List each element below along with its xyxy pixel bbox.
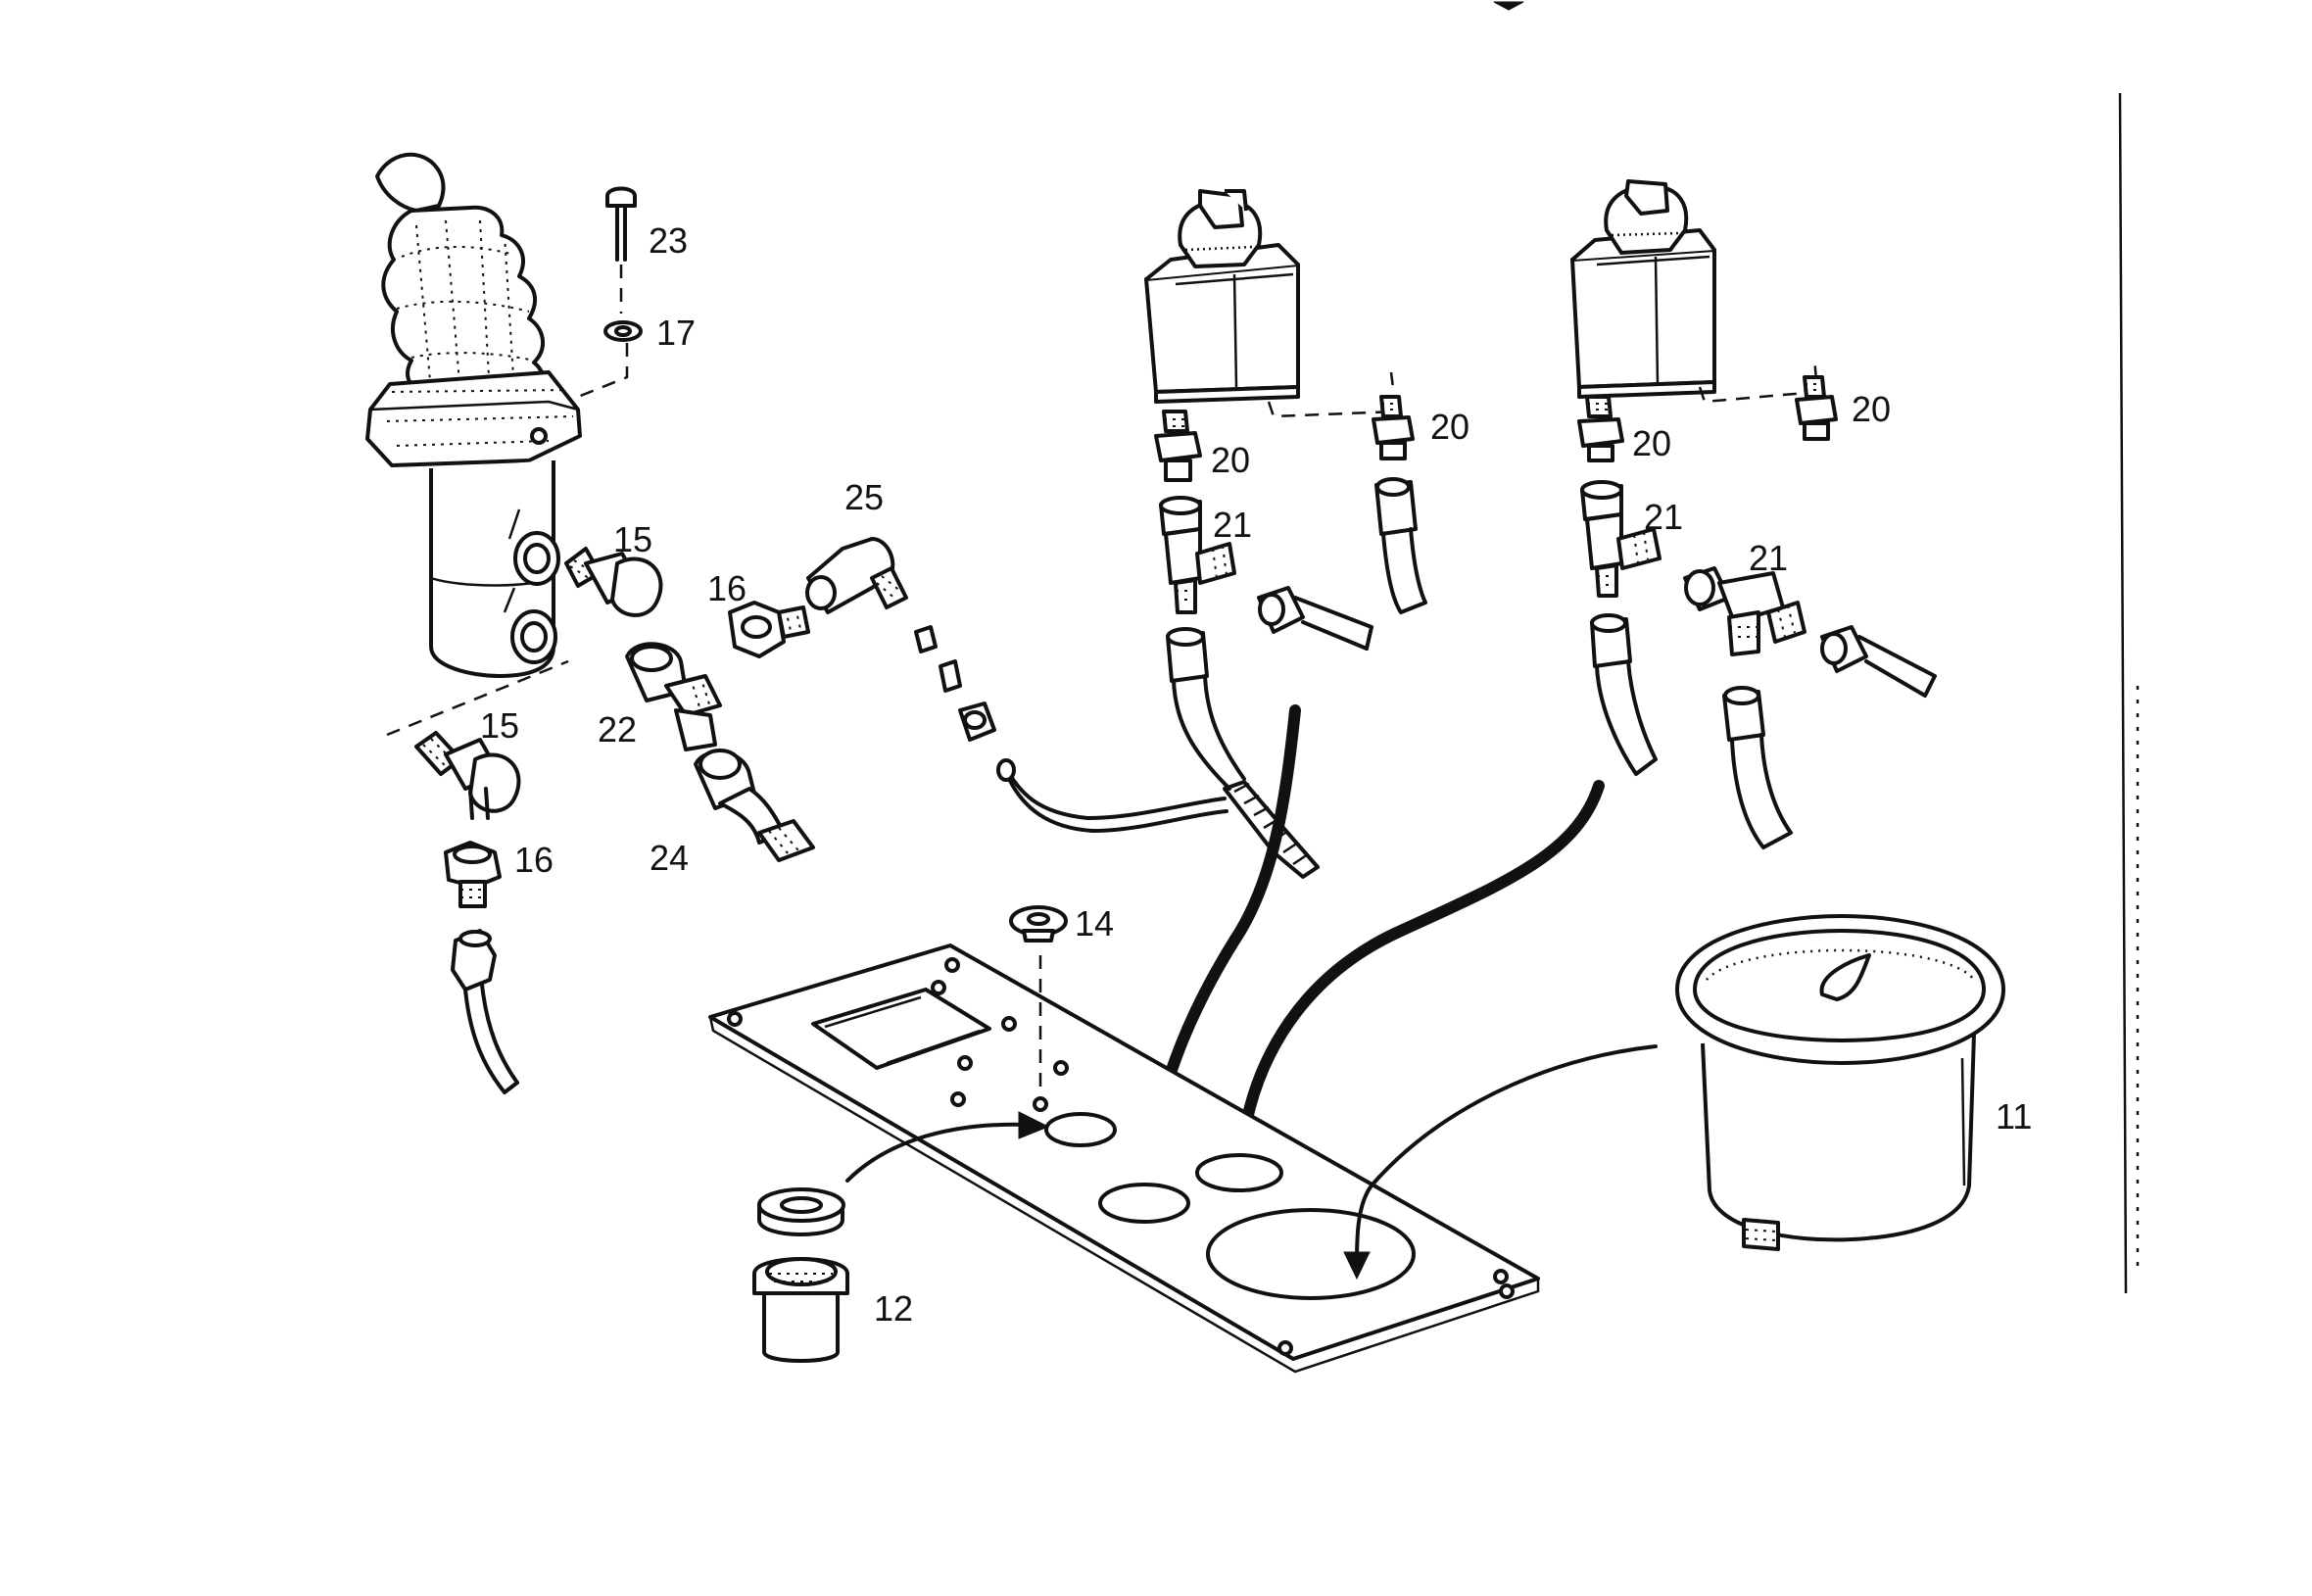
tube-end-a (1257, 586, 1373, 651)
callout-20-d: 20 (1852, 389, 1891, 429)
tube-21-a (1166, 627, 1246, 791)
callout-12: 12 (874, 1288, 913, 1329)
plug-14 (1009, 905, 1068, 943)
callout-labels: 23 17 15 16 25 22 15 16 24 20 21 20 20 2… (480, 220, 2032, 1329)
callout-20-c: 20 (1632, 423, 1671, 463)
tube-end-c (1820, 625, 1937, 698)
tee-21-b (1580, 480, 1662, 598)
joystick-valve (365, 152, 582, 678)
fitting-24 (694, 749, 815, 862)
tube-21-b (1590, 613, 1658, 776)
nut-16-upper (728, 601, 810, 658)
callout-22: 22 (598, 709, 637, 750)
callout-20-a: 20 (1211, 440, 1250, 480)
callout-23: 23 (649, 220, 688, 261)
callout-24: 24 (650, 838, 689, 878)
callout-21-c: 21 (1749, 538, 1788, 578)
fitting-22 (625, 642, 722, 751)
union-20-c (1577, 395, 1624, 462)
callout-21-a: 21 (1213, 505, 1252, 545)
fitting-15-upper (564, 547, 663, 617)
elbow-25 (805, 537, 996, 742)
indicator-12 (752, 1187, 849, 1363)
gauge-11 (1675, 914, 2005, 1251)
callout-25: 25 (844, 477, 884, 517)
callout-15-lower: 15 (480, 705, 519, 746)
tube-20-b (1374, 477, 1427, 614)
bolt-23 (605, 186, 637, 314)
washer-17 (577, 320, 643, 399)
scan-edge-marks (1493, 1, 2140, 1294)
callout-16-lower: 16 (514, 840, 554, 880)
union-20-b (1372, 395, 1415, 460)
tube-lower-left (451, 929, 519, 1094)
union-20-d (1795, 375, 1838, 441)
arrow-to-panel-hole-4 (1343, 1044, 1658, 1281)
tee-21-a (1159, 496, 1236, 614)
tube-21-c (1722, 686, 1793, 849)
callout-16-upper: 16 (707, 568, 747, 608)
callout-17: 17 (656, 313, 696, 353)
union-20-a (1154, 410, 1202, 482)
arrow-to-panel-hole-3 (845, 1111, 1050, 1183)
nut-16-lower (444, 841, 502, 908)
callout-20-b: 20 (1430, 407, 1469, 447)
callout-14: 14 (1075, 903, 1114, 943)
callout-15-upper: 15 (613, 519, 652, 559)
callout-11: 11 (1996, 1096, 2032, 1137)
tee-21-c (1683, 566, 1806, 656)
selector-valve-1 (1144, 189, 1398, 418)
selector-valve-2 (1570, 179, 1819, 404)
fitting-15-lower (386, 659, 569, 820)
panel-plate (708, 943, 1540, 1374)
callout-21-b: 21 (1644, 497, 1683, 537)
